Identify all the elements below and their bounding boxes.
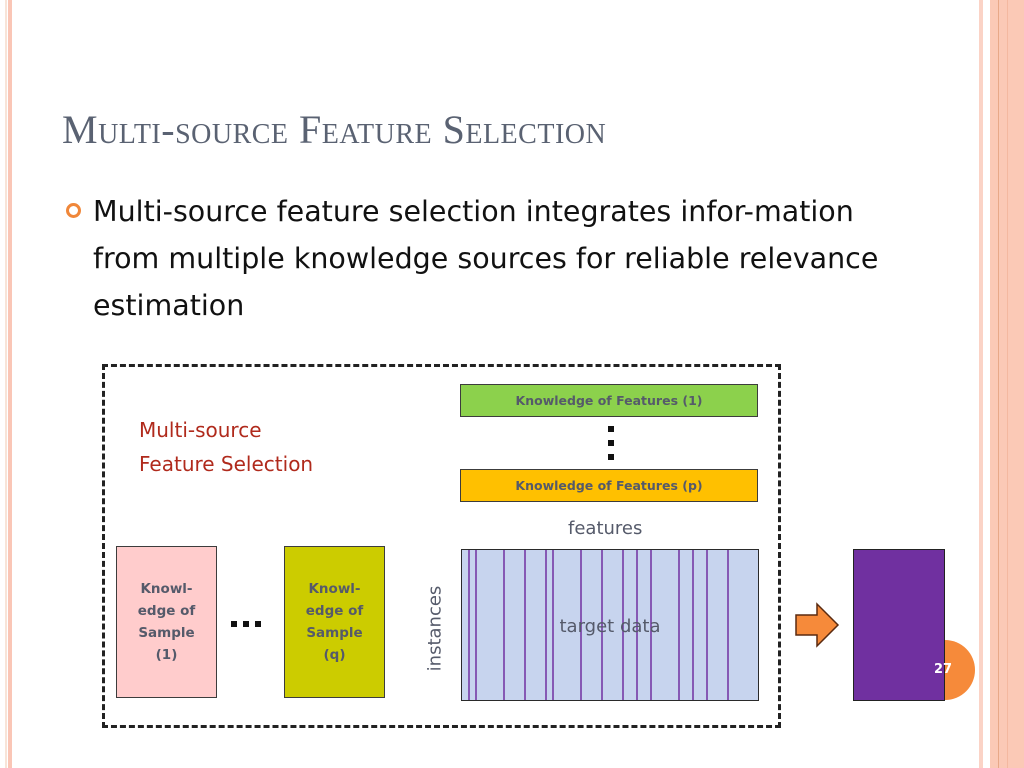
diagram-title: Multi-source Feature Selection (139, 413, 313, 481)
slide-title: Multi-source Feature Selection (62, 107, 607, 152)
sample-label-line: edge of (137, 603, 196, 619)
sample-label-line: Knowl- (308, 581, 361, 597)
sample-label-line: (1) (155, 647, 178, 663)
target-data-matrix: target data (461, 549, 759, 701)
sample-label-line: Knowl- (140, 581, 193, 597)
vertical-ellipsis-icon (608, 426, 614, 468)
target-data-label: target data (559, 616, 661, 637)
left-border-stripe (8, 0, 12, 768)
right-border-stripe (979, 0, 983, 768)
instances-label: instances (424, 585, 446, 672)
right-border-line (1007, 0, 1008, 768)
sample-label-line: Sample (138, 625, 195, 641)
features-label: features (568, 518, 643, 539)
bullet-text: Multi-source feature selection integrate… (93, 195, 879, 322)
right-arrow-icon (795, 602, 840, 648)
dashed-frame (102, 364, 781, 728)
feature-column-lines (468, 550, 729, 700)
bullet-circle-icon (66, 203, 81, 218)
sample-label-line: Sample (306, 625, 363, 641)
sample-label-line: edge of (305, 603, 364, 619)
sample-knowledge-box-1: Knowl- edge of Sample (1) (116, 546, 217, 698)
diagram-title-line: Feature Selection (139, 452, 314, 476)
left-border-stripe (5, 0, 7, 768)
sample-knowledge-box-q: Knowl- edge of Sample (q) (284, 546, 385, 698)
feature-knowledge-box-1: Knowledge of Features (1) (460, 384, 758, 417)
selected-features-result (853, 549, 945, 701)
right-border-line (998, 0, 999, 768)
horizontal-ellipsis-icon (231, 621, 267, 627)
sample-label-line: (q) (323, 647, 346, 663)
page-number: 27 (934, 662, 953, 677)
feature-knowledge-box-p: Knowledge of Features (p) (460, 469, 758, 502)
diagram-title-line: Multi-source (139, 418, 262, 442)
